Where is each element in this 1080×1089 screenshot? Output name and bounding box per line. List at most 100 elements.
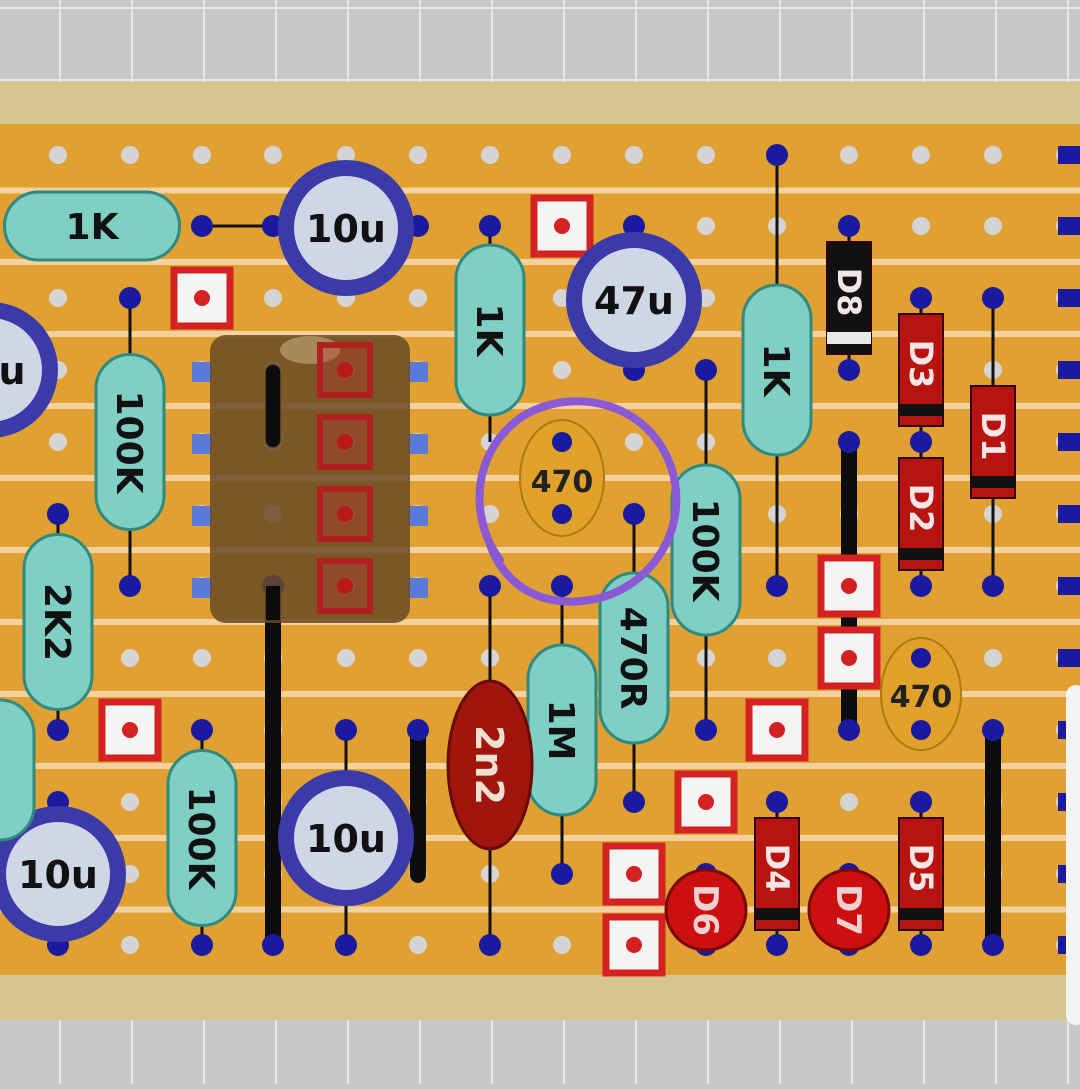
ic-body bbox=[210, 335, 410, 623]
hole bbox=[337, 649, 355, 667]
resistor-partial bbox=[0, 698, 36, 842]
pin bbox=[623, 215, 645, 237]
pad-dot bbox=[194, 290, 210, 306]
resistor-100k-bottom: 100K bbox=[166, 749, 238, 927]
pad-dot bbox=[122, 722, 138, 738]
pin bbox=[191, 719, 213, 741]
resistor-1k-left: 1K bbox=[3, 190, 181, 262]
hole bbox=[553, 361, 571, 379]
ceramic-470-center: 470 bbox=[519, 419, 605, 537]
resistor-100k-left: 100K bbox=[94, 353, 166, 531]
resistor-100k-mid: 100K bbox=[670, 463, 742, 637]
hole bbox=[264, 146, 282, 164]
pin bbox=[910, 934, 932, 956]
pin bbox=[695, 719, 717, 741]
resistor-1k-mid: 1K bbox=[454, 243, 526, 417]
diode-d4: D4 bbox=[754, 817, 800, 931]
resistor-label: 1K bbox=[66, 207, 120, 248]
pin bbox=[910, 791, 932, 813]
resistors: 1K 1K 1K 100K 100K 100K 2K2 470R 1M bbox=[0, 190, 813, 927]
hole bbox=[625, 146, 643, 164]
pin bbox=[838, 431, 860, 453]
pin bbox=[262, 934, 284, 956]
cap-2n2-label: 2n2 bbox=[467, 725, 511, 805]
cap-10u-bottom-left-label: 10u bbox=[18, 853, 98, 897]
diode-label: D1 bbox=[974, 412, 1012, 461]
resistor-1m: 1M bbox=[526, 643, 598, 817]
pins bbox=[47, 144, 1004, 956]
cap-10u-bottom-left: 10u bbox=[0, 806, 126, 942]
pin bbox=[407, 719, 429, 741]
hole bbox=[409, 649, 427, 667]
resistor-label: 1K bbox=[468, 304, 509, 358]
hole bbox=[768, 649, 786, 667]
hole bbox=[625, 433, 643, 451]
ic-pin bbox=[192, 506, 212, 526]
diode-label: D4 bbox=[758, 844, 796, 893]
ic-pin bbox=[192, 578, 212, 598]
pin bbox=[623, 503, 645, 525]
diode-label: D8 bbox=[830, 268, 868, 317]
diode-d7: D7 bbox=[807, 868, 891, 952]
scroll-handle[interactable] bbox=[1066, 685, 1080, 1025]
pin bbox=[695, 359, 717, 381]
resistor-label: 470R bbox=[612, 607, 653, 710]
pad-dot bbox=[626, 866, 642, 882]
pin bbox=[335, 719, 357, 741]
edge-stub bbox=[1058, 649, 1080, 667]
pin bbox=[191, 934, 213, 956]
pad-dot bbox=[841, 578, 857, 594]
hole bbox=[553, 146, 571, 164]
edge-stub bbox=[1058, 361, 1080, 379]
pin bbox=[335, 934, 357, 956]
pin bbox=[479, 215, 501, 237]
diode-d6-label: D6 bbox=[685, 884, 725, 936]
diode-label: D5 bbox=[902, 844, 940, 893]
hole bbox=[49, 289, 67, 307]
pin bbox=[982, 575, 1004, 597]
resistor-1k-right: 1K bbox=[741, 283, 813, 457]
ic-chip bbox=[192, 335, 428, 623]
resistor-label: 2K2 bbox=[36, 583, 77, 661]
resistor-label: 100K bbox=[684, 498, 725, 602]
hole bbox=[121, 936, 139, 954]
pin bbox=[551, 575, 573, 597]
diode-d3: D3 bbox=[898, 313, 944, 427]
cap-partial-left-label: u bbox=[0, 349, 26, 393]
pin bbox=[982, 719, 1004, 741]
cap-10u-bottom-mid: 10u bbox=[278, 770, 414, 906]
pin bbox=[838, 215, 860, 237]
ic-pin bbox=[192, 434, 212, 454]
pin bbox=[766, 575, 788, 597]
ic-pin bbox=[408, 506, 428, 526]
resistor-label: 1K bbox=[755, 344, 796, 398]
pin bbox=[766, 934, 788, 956]
edge-stub bbox=[1058, 433, 1080, 451]
pin bbox=[910, 575, 932, 597]
hole bbox=[840, 793, 858, 811]
diode-d8: D8 bbox=[826, 241, 872, 355]
hole bbox=[840, 146, 858, 164]
resistor-label: 1M bbox=[540, 700, 581, 761]
cap-10u-top-label: 10u bbox=[306, 207, 386, 251]
hole bbox=[984, 146, 1002, 164]
pad-dot bbox=[769, 722, 785, 738]
hole bbox=[697, 146, 715, 164]
hole bbox=[121, 793, 139, 811]
hole bbox=[481, 146, 499, 164]
pin bbox=[910, 431, 932, 453]
pin bbox=[479, 575, 501, 597]
hole bbox=[49, 146, 67, 164]
pin bbox=[766, 791, 788, 813]
red-pads bbox=[98, 194, 881, 977]
pin bbox=[910, 287, 932, 309]
cap-10u-top: 10u bbox=[278, 160, 414, 296]
pad-dot bbox=[698, 794, 714, 810]
edge-stub bbox=[1058, 146, 1080, 164]
edge-stub bbox=[1058, 217, 1080, 235]
pin bbox=[191, 215, 213, 237]
ceramic-470-right: 470 bbox=[880, 637, 962, 751]
hole bbox=[121, 649, 139, 667]
